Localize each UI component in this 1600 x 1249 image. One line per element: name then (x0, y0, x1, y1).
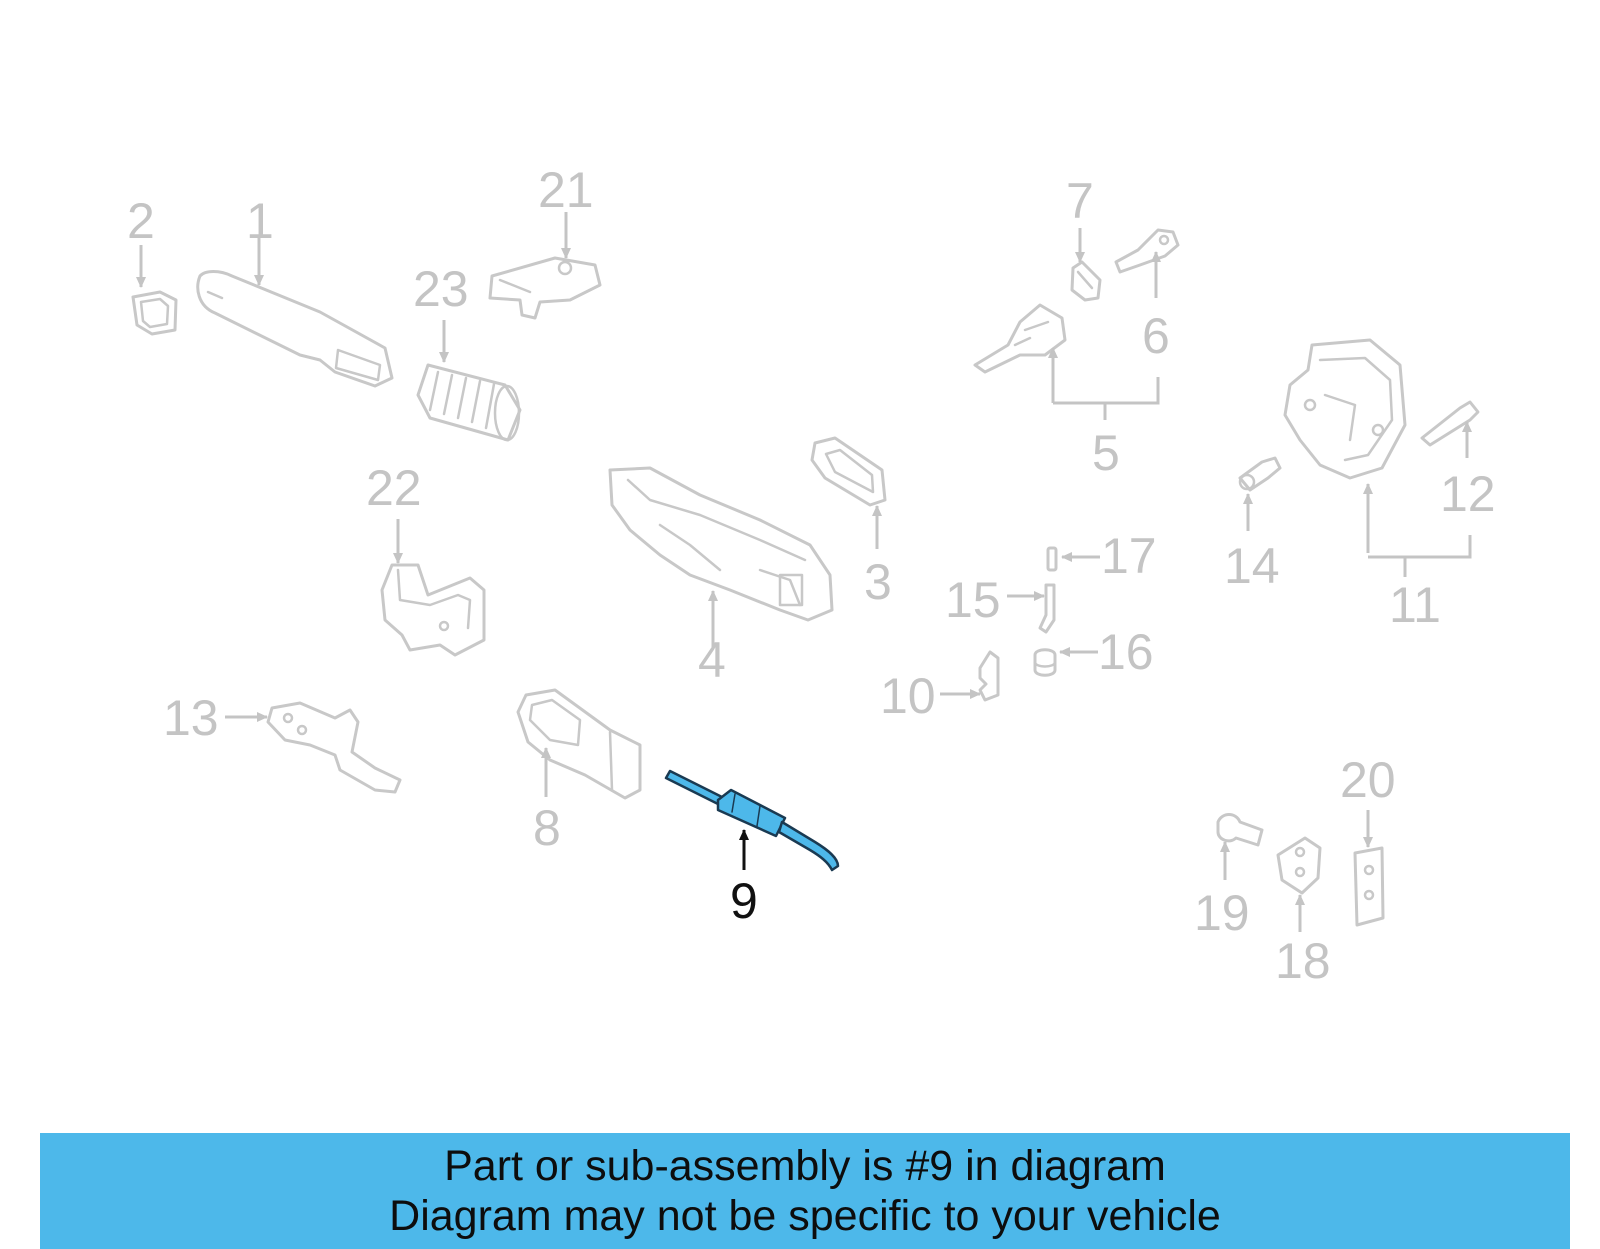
callout-4: 4 (698, 632, 726, 688)
callout-12: 12 (1440, 466, 1496, 522)
info-banner: Part or sub-assembly is #9 in diagram Di… (40, 1133, 1570, 1249)
callout-20: 20 (1340, 752, 1396, 808)
part-8-cover (516, 688, 642, 800)
callout-16: 16 (1098, 624, 1154, 680)
callout-21: 21 (538, 162, 594, 218)
part-2-cap (131, 290, 178, 336)
part-6-key (1114, 228, 1180, 274)
callout-10: 10 (880, 668, 936, 724)
part-14-bolt (1238, 456, 1282, 492)
callout-13: 13 (163, 690, 219, 746)
part-17-pin (1046, 546, 1058, 572)
callout-18: 18 (1275, 933, 1331, 989)
callout-15: 15 (945, 572, 1001, 628)
part-23-seal (416, 363, 522, 442)
part-5-cylinder (973, 303, 1067, 374)
part-18-plate (1276, 836, 1322, 895)
part-13-bracket (266, 701, 402, 794)
part-11-latch (1283, 338, 1407, 480)
banner-line-1: Part or sub-assembly is #9 in diagram (444, 1142, 1166, 1190)
callout-22: 22 (366, 460, 422, 516)
part-7-clip (1070, 260, 1102, 302)
callout-7: 7 (1066, 173, 1094, 229)
part-22-hinge (380, 563, 486, 657)
part-3-bezel (810, 436, 887, 507)
bracket-5 (1053, 377, 1160, 405)
callout-8: 8 (533, 800, 561, 856)
callout-14: 14 (1224, 538, 1280, 594)
callout-3: 3 (864, 554, 892, 610)
callout-17: 17 (1101, 528, 1157, 584)
callout-6: 6 (1142, 308, 1170, 364)
callout-11: 11 (1389, 577, 1441, 633)
callout-9: 9 (730, 873, 758, 929)
part-1-handle (196, 270, 394, 388)
callout-23: 23 (413, 261, 469, 317)
part-15-clip (1038, 583, 1056, 634)
bracket-11 (1368, 535, 1472, 559)
callout-2: 2 (127, 193, 155, 249)
callout-19: 19 (1194, 885, 1250, 941)
part-16-grommet (1033, 648, 1057, 677)
part-21-bracket (488, 256, 602, 320)
part-4-housing (608, 466, 834, 622)
part-10-clip (978, 650, 1000, 702)
part-19-bolt (1216, 813, 1264, 847)
callout-5: 5 (1092, 425, 1120, 481)
callout-1: 1 (246, 193, 274, 249)
part-20-plate (1353, 846, 1385, 927)
part-9-rod (664, 769, 840, 872)
banner-line-2: Diagram may not be specific to your vehi… (389, 1192, 1221, 1240)
part-12-screw (1420, 400, 1480, 447)
